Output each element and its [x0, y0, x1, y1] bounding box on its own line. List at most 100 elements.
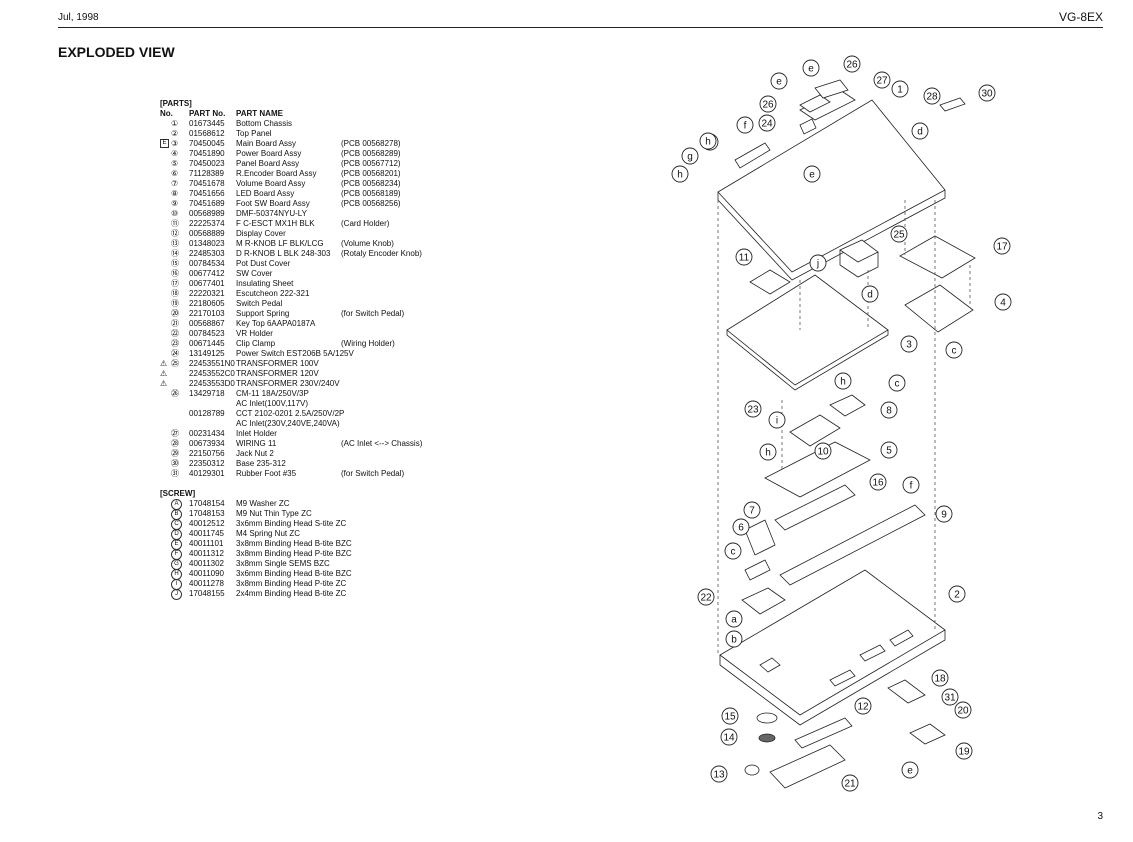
part-code: 01348023	[189, 239, 225, 248]
callout-h: h	[671, 165, 689, 183]
callout-label: e	[907, 766, 913, 777]
part-code: 00568867	[189, 319, 225, 328]
parts-row: ㉑ 00568867 Key Top 6AAPA0187A	[160, 319, 315, 329]
part-code: 13149125	[189, 349, 225, 358]
callout-label: 5	[886, 446, 892, 457]
part-number: ㉑	[171, 319, 179, 328]
callout-3: 3	[900, 335, 918, 353]
parts-row: AC Inlet(100V,117V)	[160, 399, 308, 409]
part-number: ⑯	[171, 269, 179, 278]
callout-label: 21	[844, 779, 856, 790]
parts-section-label: [PARTS]	[160, 99, 192, 108]
screw-part-code: 40011312	[189, 549, 224, 558]
callout-23: 23	[744, 400, 762, 418]
part-flag: ⚠	[160, 379, 168, 388]
part-name: Key Top 6AAPA0187A	[236, 319, 316, 328]
part-note: (Rotaly Encoder Knob)	[341, 249, 422, 258]
part-number: ⑭	[171, 249, 179, 258]
callout-b: b	[725, 630, 743, 648]
part-note: (PCB 00568234)	[341, 179, 401, 188]
part-number: ⑩	[171, 209, 179, 218]
callout-c: c	[945, 341, 963, 359]
callout-h: h	[699, 132, 717, 150]
part-name: Escutcheon 222-321	[236, 289, 310, 298]
callout-label: 25	[893, 230, 905, 241]
screw-section-label: [SCREW]	[160, 489, 196, 498]
part-note: (PCB 00568278)	[341, 139, 401, 148]
part-name: Jack Nut 2	[236, 449, 274, 458]
callout-12: 12	[854, 697, 872, 715]
screw-name: 3x8mm Single SEMS BZC	[236, 559, 330, 568]
screw-name: 3x8mm Binding Head P-tite BZC	[236, 549, 352, 558]
part-name: M R-KNOB LF BLK/LCG	[236, 239, 324, 248]
part-name: SW Cover	[236, 269, 273, 278]
screw-part-code: 40011745	[189, 529, 224, 538]
callout-label: 9	[941, 510, 947, 521]
callout-label: d	[867, 290, 873, 301]
parts-header-row: No. PART No. PART NAME	[160, 109, 283, 119]
callout-d: d	[911, 122, 929, 140]
callout-e: e	[803, 165, 821, 183]
callout-label: 23	[747, 405, 759, 416]
callout-2: 2	[948, 585, 966, 603]
foot-sw-board-shape	[779, 504, 926, 586]
part-note: (Card Holder)	[341, 219, 390, 228]
callout-label: a	[731, 615, 737, 626]
part-number: ㉔	[171, 349, 179, 358]
screw-part-code: 17048154	[189, 499, 225, 508]
part-note: (Volume Knob)	[341, 239, 394, 248]
part-name: D R-KNOB L BLK 248-303	[236, 249, 331, 258]
part-note: (AC Inlet <--> Chassis)	[341, 439, 423, 448]
screw-part-code: 17048155	[189, 589, 225, 598]
callout-g: g	[681, 147, 699, 165]
callout-layer: 262712830ee262429fdhghe251711jd43chc238i…	[671, 55, 1012, 792]
part-code: 00677401	[189, 279, 225, 288]
part-name: Clip Clamp	[236, 339, 276, 348]
part-number: ⑤	[171, 159, 179, 168]
callout-d: d	[861, 285, 879, 303]
callout-label: 30	[981, 89, 993, 100]
callout-label: 1	[897, 85, 903, 96]
part-code: 00673934	[189, 439, 225, 448]
callout-label: f	[744, 121, 747, 132]
part-number: ㉖	[171, 389, 179, 398]
callout-label: i	[776, 416, 778, 427]
callout-label: g	[687, 152, 693, 163]
callout-11: 11	[735, 248, 753, 266]
callout-label: 12	[857, 702, 869, 713]
part-name: TRANSFORMER 100V	[236, 359, 319, 368]
part-name: CCT 2102-0201 2.5A/250V/2P	[236, 409, 345, 418]
page-title: EXPLODED VIEW	[58, 44, 175, 60]
screw-part-code: 40011302	[189, 559, 224, 568]
callout-17: 17	[993, 237, 1011, 255]
part-flag: ⚠	[160, 359, 168, 368]
callout-label: f	[910, 481, 913, 492]
part-number: ⑱	[171, 289, 179, 298]
part-number: ㉒	[171, 329, 179, 338]
callout-9: 9	[935, 505, 953, 523]
screw-name: M4 Spring Nut ZC	[236, 529, 301, 538]
callout-e: e	[802, 59, 820, 77]
part-code: 70451678	[189, 179, 225, 188]
part-name: WIRING 11	[236, 439, 277, 448]
callout-16: 16	[869, 473, 887, 491]
part-note: (for Switch Pedal)	[341, 469, 405, 478]
callout-label: 2	[954, 590, 960, 601]
callout-label: d	[917, 127, 923, 138]
